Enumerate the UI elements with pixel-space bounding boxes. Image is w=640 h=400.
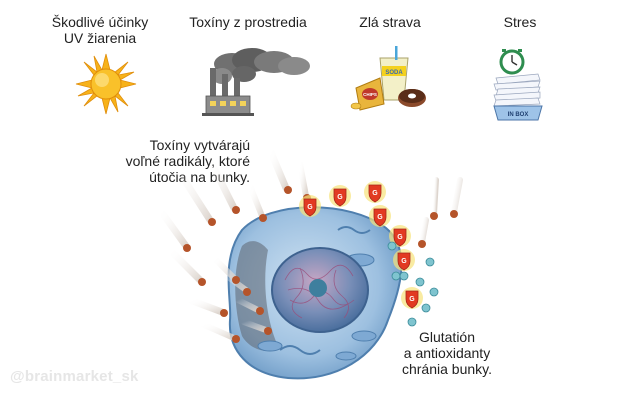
svg-text:SODA: SODA [385, 70, 403, 76]
free-radical [430, 180, 438, 220]
paper-stack [494, 74, 540, 106]
free-radical [160, 210, 191, 252]
free-radical [250, 186, 267, 222]
free-radical [450, 180, 460, 218]
svg-text:G: G [397, 234, 403, 241]
organelle [258, 341, 282, 351]
glutathione-shield: G [364, 181, 386, 203]
chips-bag: CHIPS [351, 78, 384, 110]
nucleolus [309, 279, 327, 297]
factor-label-stress: Stres [480, 14, 560, 30]
glutathione-shield: G [393, 249, 415, 271]
donut [398, 89, 426, 107]
free-radical [210, 160, 240, 214]
glutathione-shield: G [369, 205, 391, 227]
svg-text:G: G [337, 194, 343, 201]
watermark: @brainmarket_sk [10, 368, 139, 385]
svg-text:IN BOX: IN BOX [508, 112, 529, 118]
svg-text:G: G [409, 296, 415, 303]
glutathione-shield: G [329, 185, 351, 207]
sun-icon [74, 52, 138, 116]
free-radical [170, 250, 206, 286]
svg-text:CHIPS: CHIPS [363, 92, 377, 97]
glutathione-shield: G [299, 195, 321, 217]
factor-label-toxins: Toxíny z prostredia [178, 14, 318, 30]
factor-label-uv: Škodlivé účinky UV žiarenia [40, 14, 160, 46]
stress-inbox-icon: IN BOX [490, 48, 546, 122]
free-radical [190, 300, 228, 317]
junk-food-icon: SODA CHIPS [350, 44, 430, 116]
glutathione-shield: G [401, 287, 423, 309]
clock [501, 49, 523, 73]
svg-text:G: G [377, 214, 383, 221]
factor-label-diet: Zlá strava [340, 14, 440, 30]
free-radical [178, 170, 216, 226]
organelle [352, 331, 376, 341]
svg-text:G: G [307, 204, 313, 211]
free-radical [270, 150, 292, 194]
svg-text:G: G [401, 258, 407, 265]
antioxidants-caption: Glutatión a antioxidanty chránia bunky. [392, 329, 502, 377]
factory-icon [192, 46, 312, 118]
organelle [336, 352, 356, 360]
svg-text:G: G [372, 190, 378, 197]
free-radical [418, 220, 426, 248]
